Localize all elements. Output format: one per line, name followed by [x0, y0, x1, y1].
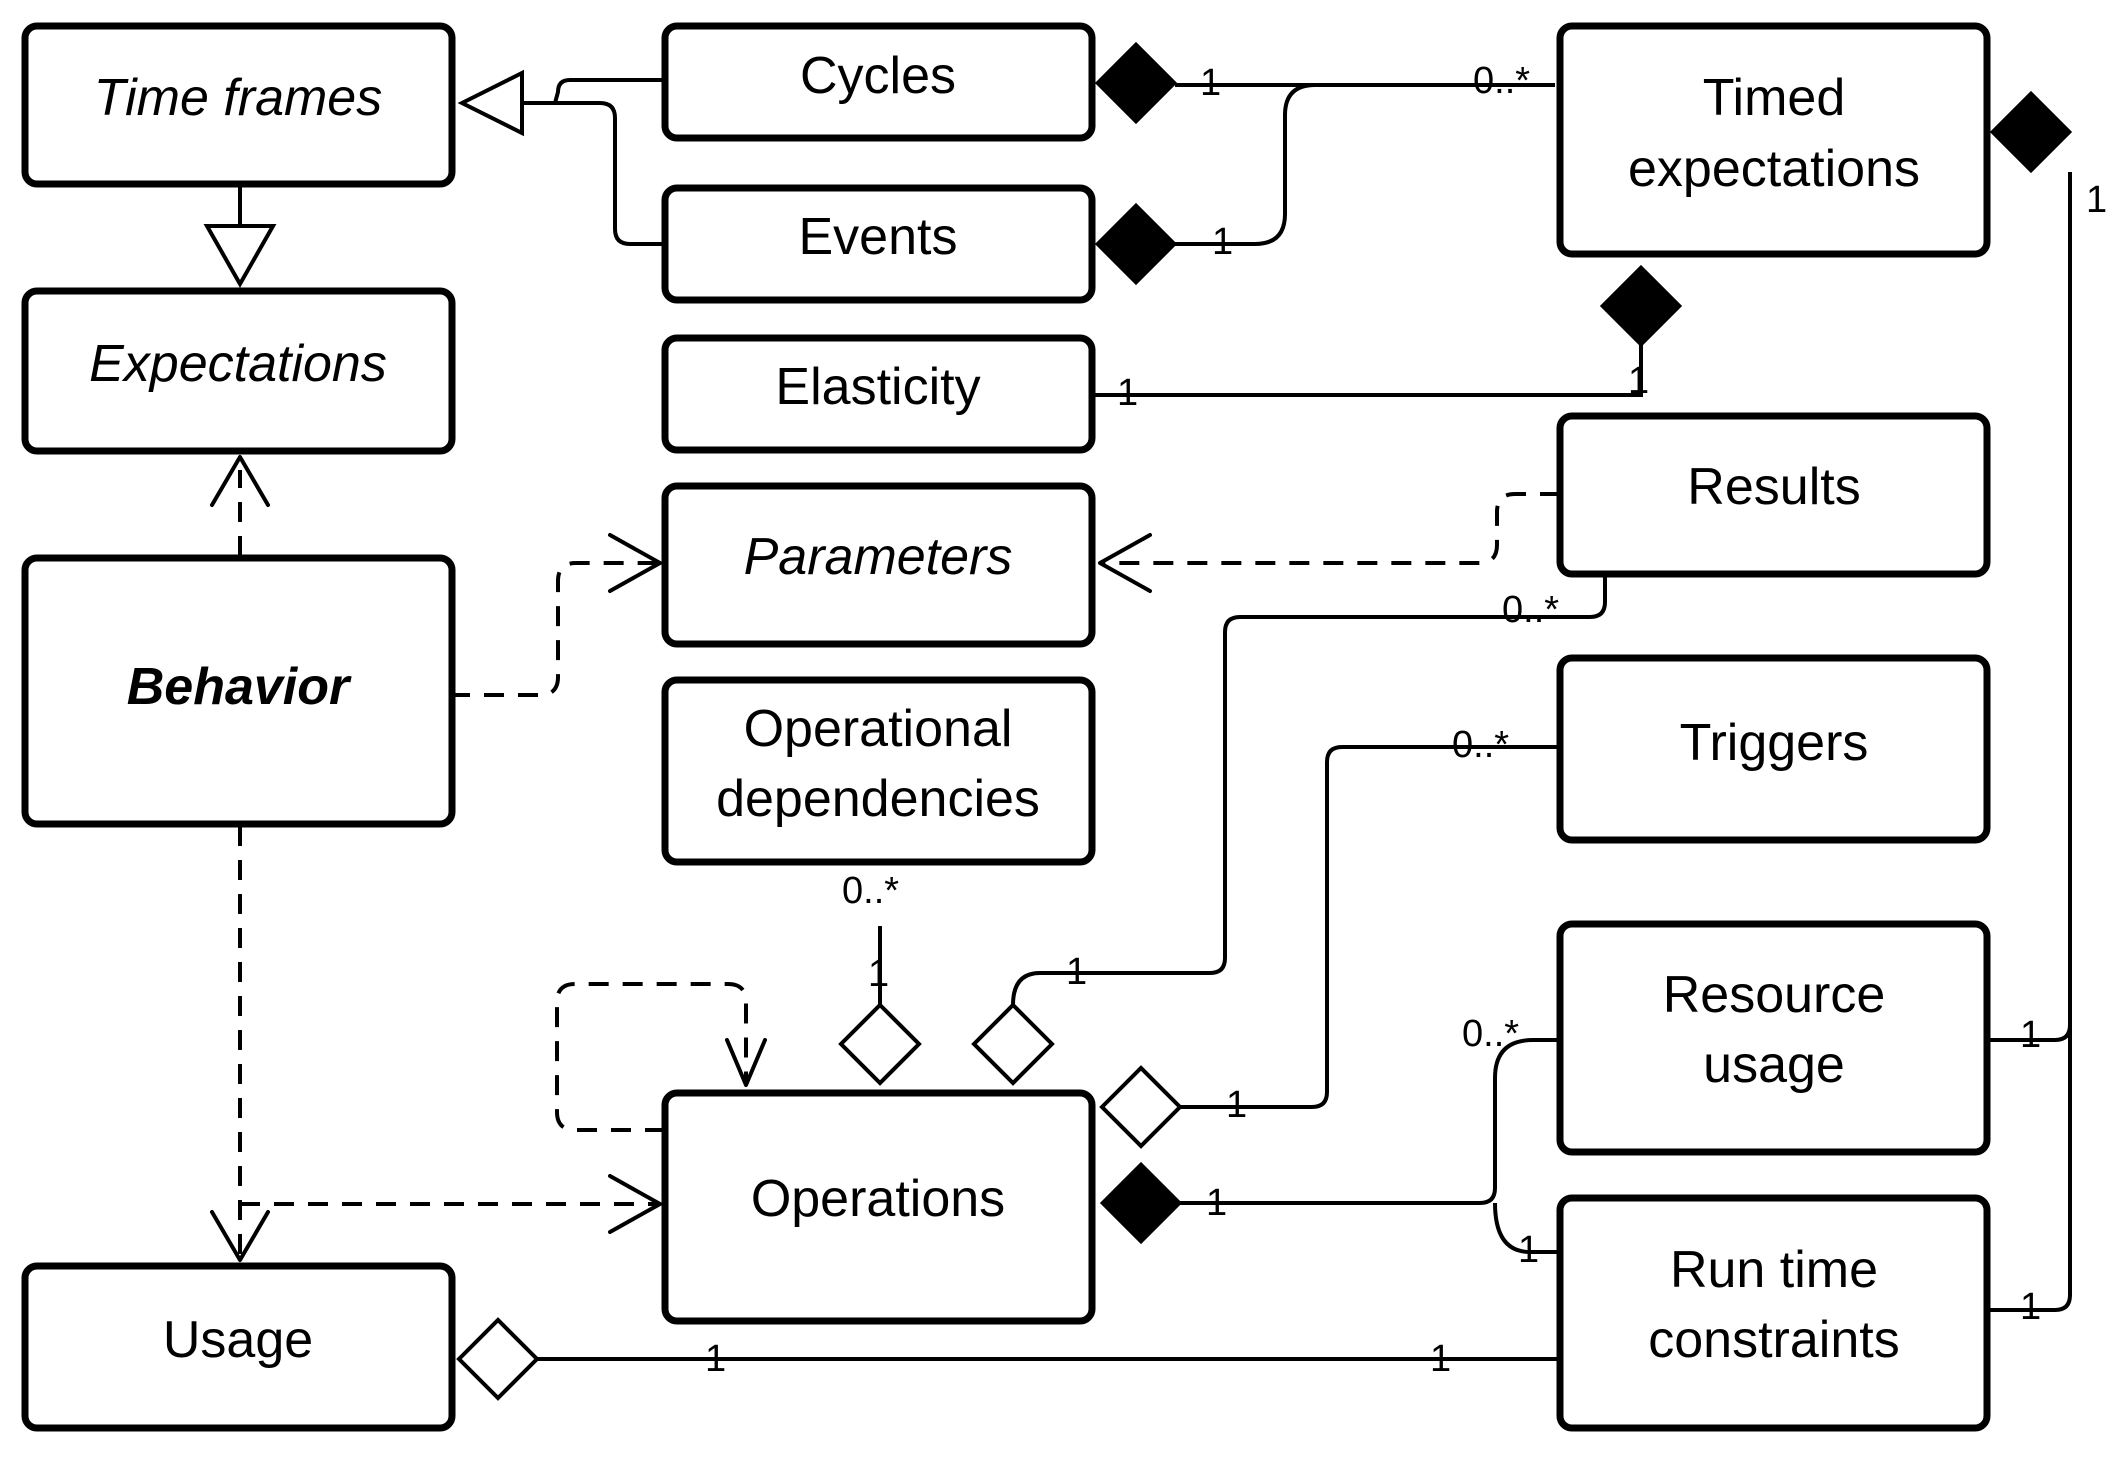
- dependency-behavior-usage: [210, 826, 270, 1262]
- dependency-results-parameters: [1098, 492, 1560, 593]
- class-name: Time frames: [94, 69, 382, 127]
- multiplicity-label: 1: [868, 953, 889, 995]
- composition-operations-constraints: 1 0..* 1: [1099, 1013, 1560, 1271]
- multiplicity-label: 0..*: [1502, 589, 1559, 631]
- class-name-line-1: Run time: [1670, 1241, 1878, 1299]
- aggregation-diamond: [456, 1317, 540, 1401]
- class-name-line-2: dependencies: [716, 770, 1040, 828]
- class-name-line-2: constraints: [1648, 1311, 1899, 1369]
- dependency-behavior-operations: [240, 1174, 662, 1234]
- class-name: Behavior: [127, 658, 352, 716]
- multiplicity-label: 1: [2020, 1014, 2041, 1056]
- aggregation-usage-runtime: 1 1: [456, 1317, 1560, 1401]
- class-timed-expectations[interactable]: Timed expectations: [1556, 22, 1991, 258]
- class-name-line-2: usage: [1703, 1036, 1845, 1094]
- multiplicity-label: 0..*: [1452, 724, 1509, 766]
- aggregation-operations-opdeps: 0..* 1: [838, 870, 922, 1086]
- composition-diamond: [1094, 202, 1178, 286]
- class-usage[interactable]: Usage: [21, 1262, 456, 1432]
- aggregation-operations-triggers: 1 0..*: [1099, 724, 1560, 1149]
- aggregation-diamond: [971, 1002, 1055, 1086]
- class-name: Usage: [163, 1311, 313, 1369]
- class-name: Operations: [751, 1170, 1005, 1228]
- multiplicity-label: 1: [1430, 1338, 1451, 1380]
- multiplicity-label: 0..*: [1473, 60, 1530, 102]
- multiplicity-label: 1: [1117, 372, 1138, 414]
- class-events[interactable]: Events: [661, 184, 1096, 304]
- multiplicity-label: 1: [1226, 1084, 1247, 1126]
- aggregation-diamond: [838, 1002, 922, 1086]
- composition-diamond: [1099, 1161, 1183, 1245]
- class-name: Results: [1687, 458, 1860, 516]
- multiplicity-label: 1: [2086, 179, 2107, 221]
- multiplicity-label: 1: [1066, 951, 1087, 993]
- class-name: Events: [799, 208, 958, 266]
- generalization-timeframes-expectations: [203, 186, 277, 289]
- class-cycles[interactable]: Cycles: [661, 22, 1096, 142]
- class-behavior[interactable]: Behavior: [21, 554, 456, 828]
- dependency-behavior-expectations: [210, 455, 270, 556]
- multiplicity-label: 1: [1518, 1229, 1539, 1271]
- multiplicity-label: 1: [705, 1338, 726, 1380]
- composition-diamond: [1094, 41, 1178, 125]
- multiplicity-label: 1: [1206, 1182, 1227, 1224]
- class-name: Expectations: [89, 335, 387, 393]
- class-name-line-2: expectations: [1628, 140, 1920, 198]
- class-triggers[interactable]: Triggers: [1556, 654, 1991, 844]
- multiplicity-label: 1: [1200, 62, 1221, 104]
- class-name-line-1: Resource: [1663, 966, 1886, 1024]
- class-name-line-1: Operational: [744, 700, 1013, 758]
- multiplicity-label: 0..*: [1462, 1013, 1519, 1055]
- class-operational-dependencies[interactable]: Operational dependencies: [661, 676, 1096, 866]
- dependency-operations-self: [555, 982, 767, 1132]
- class-name: Elasticity: [775, 358, 980, 416]
- class-parameters[interactable]: Parameters: [661, 482, 1096, 648]
- composition-timed-right-bus: 1 1 1: [1989, 90, 2107, 1328]
- class-expectations[interactable]: Expectations: [21, 287, 456, 455]
- class-name: Parameters: [744, 528, 1013, 586]
- generalization-cycles-events-timeframes: [457, 69, 665, 246]
- composition-cycles-events-timed: 1 0..* 1: [1094, 41, 1555, 286]
- multiplicity-label: 0..*: [842, 870, 899, 912]
- aggregation-operations-results: 1 0..*: [971, 575, 1607, 1086]
- composition-diamond: [1989, 90, 2073, 174]
- class-name-line-1: Timed: [1703, 69, 1846, 127]
- generalization-arrowhead: [457, 69, 524, 137]
- class-elasticity[interactable]: Elasticity: [661, 334, 1096, 454]
- class-name: Triggers: [1680, 714, 1869, 772]
- class-run-time-constraints[interactable]: Run time constraints: [1556, 1194, 1991, 1432]
- class-results[interactable]: Results: [1556, 412, 1991, 578]
- multiplicity-label: 1: [1212, 221, 1233, 263]
- class-resource-usage[interactable]: Resource usage: [1556, 920, 1991, 1156]
- class-name: Cycles: [800, 47, 956, 105]
- multiplicity-label: 1: [2020, 1286, 2041, 1328]
- multiplicity-label: 1: [1628, 360, 1649, 402]
- dependency-behavior-parameters: [450, 533, 662, 697]
- aggregation-diamond: [1099, 1065, 1183, 1149]
- composition-diamond: [1599, 264, 1683, 348]
- composition-elasticity-timed: 1 1: [1094, 264, 1683, 414]
- generalization-arrowhead: [203, 224, 277, 289]
- class-operations[interactable]: Operations: [661, 1089, 1096, 1325]
- class-time-frames[interactable]: Time frames: [21, 22, 456, 188]
